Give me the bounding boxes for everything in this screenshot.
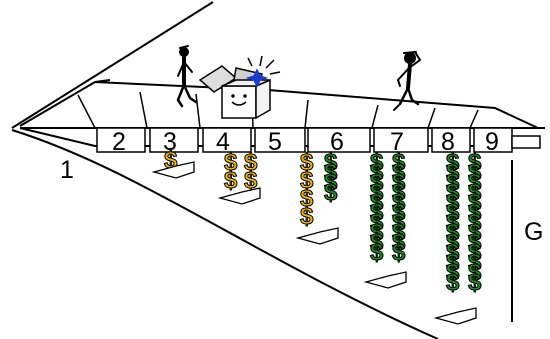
ramp-outline [12, 2, 545, 339]
step-box-end [512, 136, 540, 148]
step-number-2: 2 [112, 128, 126, 156]
dollar-sign: $ [392, 239, 406, 266]
open-box-icon [200, 56, 280, 118]
ramp-top-line [20, 82, 538, 128]
dollar-sign: $ [224, 167, 238, 194]
walkway-rungs [78, 92, 478, 128]
dollar-stacks: $$$$$$$$$$$$$$$$$$$$$$$$$$$$$$$$$$$$$$$$… [164, 147, 482, 296]
box-front [222, 86, 256, 118]
stands [154, 162, 476, 324]
person-icon [178, 46, 196, 106]
dollar-sign: $ [446, 269, 460, 296]
dollar-sign: $ [468, 269, 482, 296]
dollar-sign: $ [324, 179, 338, 206]
side-label-g: G [524, 218, 543, 246]
stack-stand [298, 228, 338, 244]
dollar-sign: $ [370, 239, 384, 266]
dollar-sign: $ [300, 203, 314, 230]
stack-stand [366, 272, 406, 288]
step-number-9: 9 [485, 128, 499, 156]
stack-stand [436, 308, 476, 324]
step-number-1: 1 [60, 156, 74, 184]
step-number-5: 5 [268, 128, 282, 156]
